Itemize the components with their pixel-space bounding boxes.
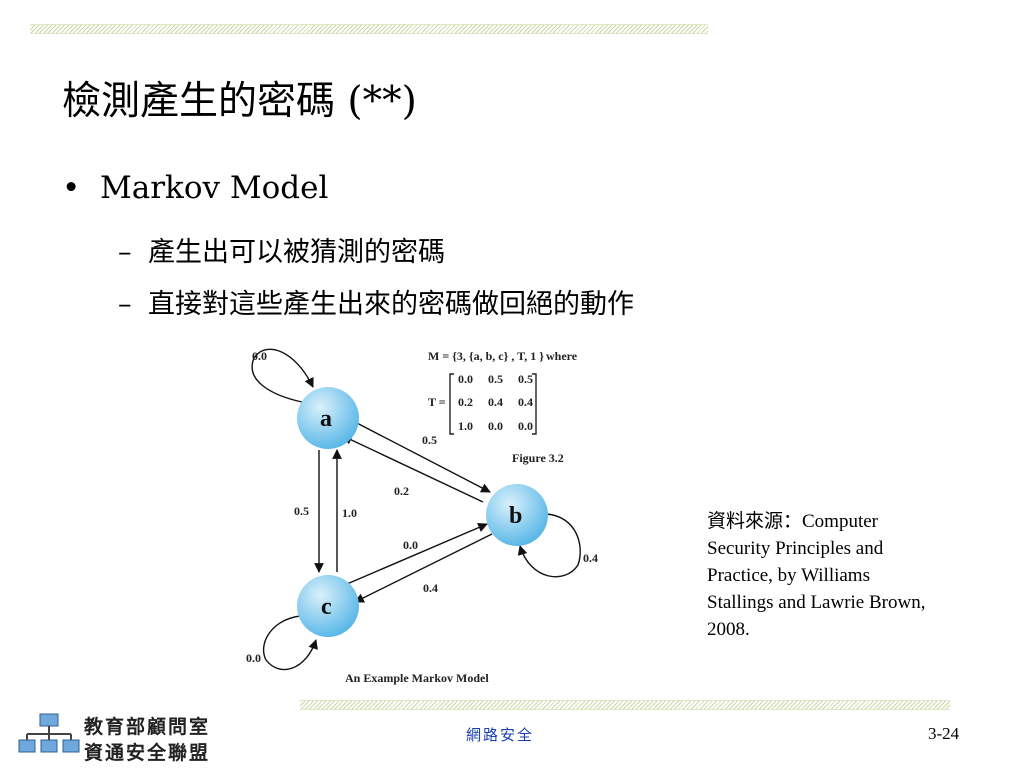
slide-title: 檢測產生的密碼 (**) bbox=[62, 79, 417, 124]
matrix-label: T = bbox=[428, 395, 446, 409]
edge-label-a-to-c: 0.5 bbox=[294, 504, 309, 518]
edge-label-a-to-b: 0.5 bbox=[422, 433, 437, 447]
sub-bullet-2-text: 直接對這些產生出來的密碼做回絕的動作 bbox=[148, 289, 634, 320]
network-logo-icon bbox=[18, 713, 80, 753]
where-label: where bbox=[546, 349, 578, 363]
edge-label-c-to-b: 0.0 bbox=[403, 538, 418, 552]
matrix-cell: 1.0 bbox=[458, 419, 473, 433]
matrix-cell: 0.5 bbox=[518, 372, 533, 386]
logo-text-line-2: 資通安全聯盟 bbox=[84, 742, 211, 764]
figure-label: Figure 3.2 bbox=[512, 451, 564, 465]
edge-label-b-self: 0.4 bbox=[583, 551, 598, 565]
node-a bbox=[297, 387, 359, 449]
self-loop-c bbox=[262, 615, 318, 671]
node-c-label: c bbox=[321, 594, 332, 620]
sub-bullet-2: –直接對這些產生出來的密碼做回絕的動作 bbox=[118, 282, 634, 321]
sub-bullet-1: –產生出可以被猜測的密碼 bbox=[118, 230, 445, 269]
edge-label-c-to-a: 1.0 bbox=[342, 506, 357, 520]
bottom-decorative-band bbox=[300, 700, 950, 710]
edge-label-c-self: 0.0 bbox=[246, 651, 261, 665]
matrix-left-bracket bbox=[449, 373, 454, 435]
source-citation: 資料來源：Computer Security Principles and Pr… bbox=[707, 511, 926, 640]
node-b-label: b bbox=[509, 503, 522, 529]
bullet-symbol: • bbox=[62, 170, 81, 206]
edge-label-b-to-c: 0.4 bbox=[423, 581, 438, 595]
node-b bbox=[486, 484, 548, 546]
edge-a-to-b bbox=[352, 420, 491, 493]
page-number: 3-24 bbox=[928, 724, 960, 743]
matrix-cell: 0.4 bbox=[488, 395, 503, 409]
matrix-cell: 0.4 bbox=[518, 395, 533, 409]
edge-label-b-to-a: 0.2 bbox=[394, 484, 409, 498]
dash-symbol: – bbox=[118, 289, 132, 320]
matrix-cell: 0.0 bbox=[488, 419, 503, 433]
top-decorative-band bbox=[30, 24, 708, 34]
dash-symbol: – bbox=[118, 237, 132, 268]
model-definition: M = {3, {a, b, c} , T, 1 } bbox=[428, 349, 544, 363]
matrix-cell: 0.2 bbox=[458, 395, 473, 409]
node-c bbox=[297, 575, 359, 637]
edge-b-to-a bbox=[342, 435, 484, 503]
edge-c-to-b bbox=[346, 522, 488, 585]
matrix-cell: 0.5 bbox=[488, 372, 503, 386]
edge-label-a-self: 0.0 bbox=[252, 349, 267, 363]
edge-b-to-c bbox=[354, 533, 493, 603]
logo-text-line-1: 教育部顧問室 bbox=[84, 716, 211, 738]
matrix-right-bracket bbox=[532, 373, 537, 435]
matrix-cell: 0.0 bbox=[518, 419, 533, 433]
self-loop-a bbox=[251, 348, 314, 403]
self-loop-b bbox=[517, 513, 581, 578]
main-bullet: • Markov Model bbox=[62, 170, 328, 206]
sub-bullet-1-text: 產生出可以被猜測的密碼 bbox=[148, 237, 445, 268]
node-a-label: a bbox=[320, 406, 332, 432]
markov-model-figure: M = {3, {a, b, c} , T, 1 } where T = 0.0… bbox=[246, 348, 598, 685]
figure-caption: An Example Markov Model bbox=[345, 671, 489, 685]
main-bullet-text: Markov Model bbox=[100, 170, 329, 206]
matrix-cell: 0.0 bbox=[458, 372, 473, 386]
footer-course-title: 網路安全 bbox=[466, 726, 535, 744]
